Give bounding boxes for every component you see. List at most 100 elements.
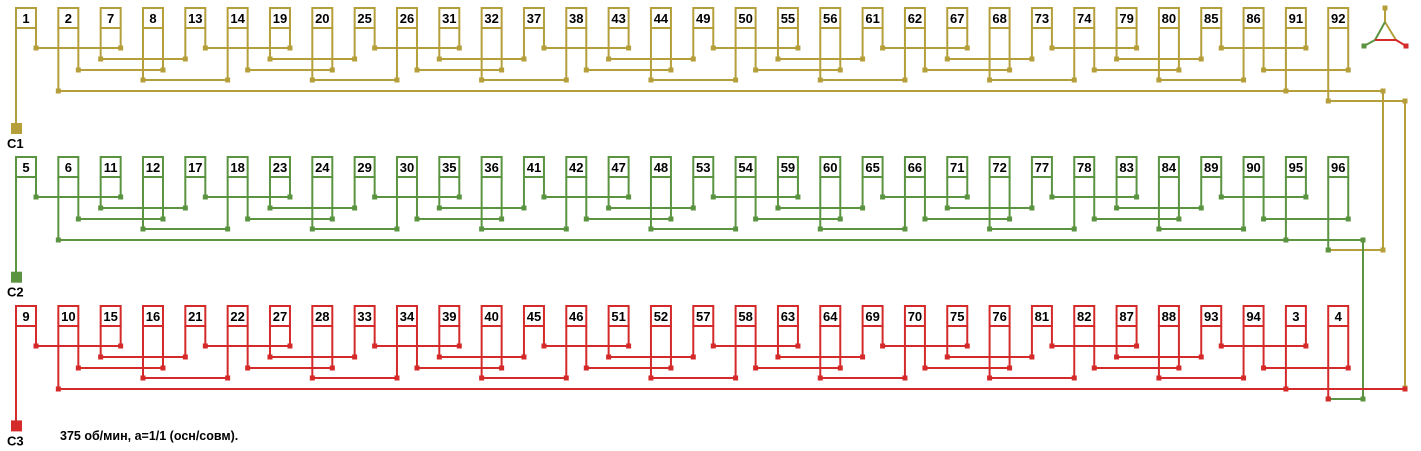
star-leg-3 — [1375, 39, 1407, 47]
slot-48: 48 — [649, 156, 672, 229]
slot-10: 10 — [57, 305, 80, 389]
slot-box — [1157, 305, 1180, 327]
terminal-label: C3 — [7, 433, 24, 448]
slot-number: 31 — [442, 11, 456, 26]
slot-box — [946, 305, 969, 327]
slot-65: 65 — [861, 156, 884, 208]
slot-box — [692, 305, 715, 327]
slot-90: 90 — [1242, 156, 1265, 229]
slot-number: 61 — [865, 11, 879, 26]
slot-72: 72 — [988, 156, 1011, 229]
junction-dot — [1380, 88, 1386, 94]
slot-box — [776, 305, 799, 327]
slot-92: 92 — [1327, 7, 1350, 101]
slot-box — [1200, 156, 1223, 178]
slot-box — [1200, 305, 1223, 327]
slot-73: 73 — [1030, 7, 1053, 59]
slot-number: 20 — [315, 11, 329, 26]
slot-box — [438, 305, 461, 327]
slot-box — [988, 305, 1011, 327]
slot-84: 84 — [1157, 156, 1180, 229]
slot-number: 35 — [442, 160, 456, 175]
slot-67: 67 — [946, 7, 969, 59]
slot-number: 50 — [738, 11, 752, 26]
slot-box — [734, 305, 757, 327]
slot-number: 15 — [103, 309, 117, 324]
slot-box — [1073, 305, 1096, 327]
slot-35: 35 — [438, 156, 461, 208]
junction-dot — [1380, 247, 1386, 253]
slot-number: 39 — [442, 309, 456, 324]
slot-number: 59 — [781, 160, 795, 175]
slot-8: 8 — [141, 7, 164, 80]
slot-31: 31 — [438, 7, 461, 59]
slot-box — [1073, 7, 1096, 29]
slot-number: 74 — [1077, 11, 1092, 26]
slot-number: 13 — [188, 11, 202, 26]
junction-dot — [1382, 5, 1388, 11]
slot-number: 90 — [1246, 160, 1260, 175]
slot-box — [1030, 7, 1053, 29]
slot-box — [1284, 156, 1307, 178]
slot-19: 19 — [268, 7, 291, 59]
slot-box — [15, 305, 37, 327]
slot-77: 77 — [1030, 156, 1053, 208]
slot-78: 78 — [1073, 156, 1096, 229]
slot-box — [311, 7, 334, 29]
slot-number: 4 — [1335, 309, 1343, 324]
slot-box — [57, 305, 80, 327]
slot-32: 32 — [480, 7, 503, 80]
slot-64: 64 — [819, 305, 842, 378]
slot-box — [268, 7, 291, 29]
slot-number: 53 — [696, 160, 710, 175]
junction-dot — [1360, 396, 1366, 402]
slot-86: 86 — [1242, 7, 1265, 80]
slot-50: 50 — [734, 7, 757, 80]
slot-number: 66 — [908, 160, 922, 175]
slot-number: 81 — [1035, 309, 1049, 324]
slot-number: 92 — [1331, 11, 1345, 26]
slot-box — [1284, 7, 1307, 29]
slot-box — [311, 305, 334, 327]
slot-62: 62 — [903, 7, 926, 80]
slot-13: 13 — [184, 7, 207, 59]
slot-number: 46 — [569, 309, 583, 324]
slot-box — [226, 7, 249, 29]
slot-63: 63 — [776, 305, 799, 357]
slot-box — [15, 7, 37, 29]
slot-number: 79 — [1119, 11, 1133, 26]
slot-76: 76 — [988, 305, 1011, 378]
slot-7: 7 — [99, 7, 122, 59]
slot-number: 67 — [950, 11, 964, 26]
slot-number: 73 — [1035, 11, 1049, 26]
slot-box — [99, 156, 122, 178]
slot-box — [861, 7, 884, 29]
slot-89: 89 — [1200, 156, 1223, 208]
slot-box — [649, 156, 672, 178]
slot-box — [692, 156, 715, 178]
slot-box — [1030, 156, 1053, 178]
slot-box — [776, 7, 799, 29]
slot-96: 96 — [1327, 156, 1350, 250]
slot-number: 76 — [992, 309, 1006, 324]
slot-1: 1 — [15, 7, 37, 128]
slot-number: 55 — [781, 11, 795, 26]
slot-59: 59 — [776, 156, 799, 208]
slot-box — [1157, 7, 1180, 29]
slot-30: 30 — [395, 156, 418, 229]
slot-number: 32 — [484, 11, 498, 26]
slot-box — [99, 7, 122, 29]
slot-number: 60 — [823, 160, 837, 175]
slot-number: 10 — [61, 309, 75, 324]
slot-83: 83 — [1115, 156, 1138, 208]
slot-85: 85 — [1200, 7, 1223, 59]
slot-94: 94 — [1242, 305, 1265, 378]
slot-box — [1284, 305, 1307, 327]
slot-number: 78 — [1077, 160, 1091, 175]
slot-box — [226, 305, 249, 327]
slot-71: 71 — [946, 156, 969, 208]
junction-dot — [1361, 43, 1367, 49]
slot-number: 62 — [908, 11, 922, 26]
slot-number: 57 — [696, 309, 710, 324]
